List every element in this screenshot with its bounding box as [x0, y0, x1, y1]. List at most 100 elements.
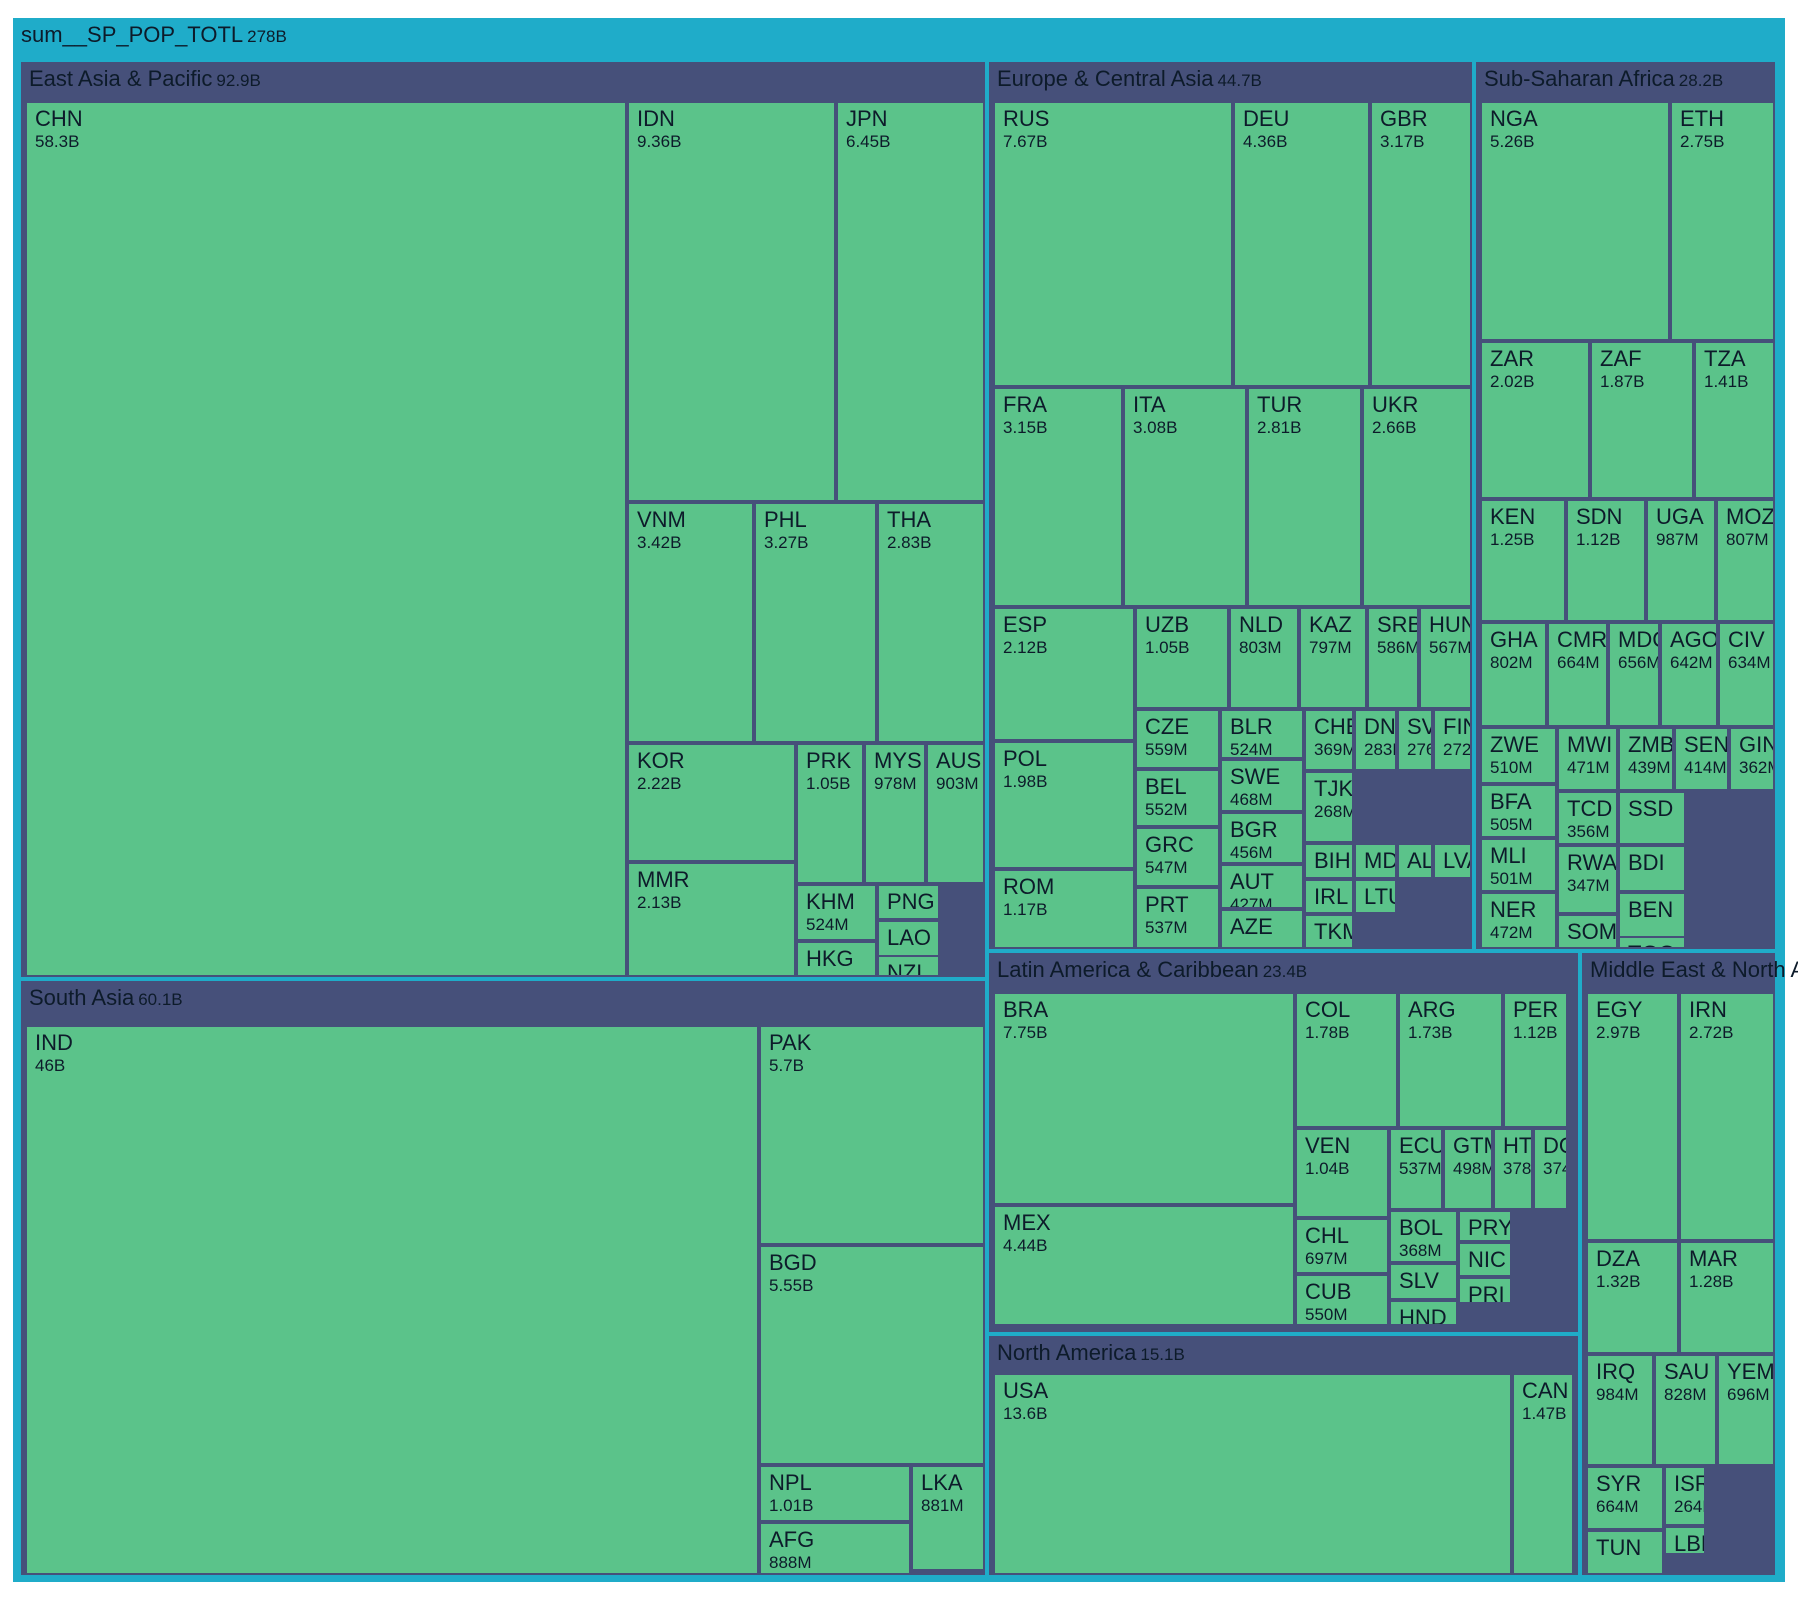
- cell-dom[interactable]: DOM374M: [1533, 1128, 1568, 1210]
- cell-gtm[interactable]: GTM498M: [1443, 1128, 1493, 1210]
- cell-fin[interactable]: FIN272M: [1433, 709, 1472, 771]
- cell-svk[interactable]: SVK276M: [1397, 709, 1433, 771]
- cell-mdg[interactable]: MDG656M: [1608, 622, 1660, 727]
- cell-gin[interactable]: GIN362M: [1729, 727, 1775, 791]
- cell-ssd[interactable]: SSD: [1618, 791, 1686, 845]
- cell-ltu[interactable]: LTU: [1354, 879, 1397, 914]
- cell-lva[interactable]: LVA: [1433, 843, 1472, 879]
- cell-hti[interactable]: HTI378M: [1493, 1128, 1533, 1210]
- cell-tun[interactable]: TUN: [1586, 1530, 1664, 1575]
- cell-lbn[interactable]: LBN: [1664, 1526, 1706, 1555]
- cell-pry[interactable]: PRY: [1458, 1210, 1512, 1242]
- cell-slv[interactable]: SLV: [1389, 1263, 1458, 1300]
- cell-mda[interactable]: MDA: [1354, 843, 1397, 879]
- cell-nzl[interactable]: NZL: [877, 955, 940, 977]
- cell-bih[interactable]: BIH: [1304, 843, 1354, 879]
- cell-png[interactable]: PNG: [877, 884, 940, 920]
- cell-tgo[interactable]: TGO: [1618, 936, 1686, 949]
- cell-che[interactable]: CHE369M: [1304, 709, 1354, 771]
- cell-alb[interactable]: ALB: [1397, 843, 1433, 879]
- cell-hkg[interactable]: HKG: [796, 941, 877, 977]
- cell-pri[interactable]: PRI: [1458, 1277, 1512, 1304]
- cell-hnd[interactable]: HND: [1389, 1300, 1458, 1326]
- cell-dnk[interactable]: DNK283M: [1354, 709, 1397, 771]
- cell-nic[interactable]: NIC: [1458, 1242, 1512, 1277]
